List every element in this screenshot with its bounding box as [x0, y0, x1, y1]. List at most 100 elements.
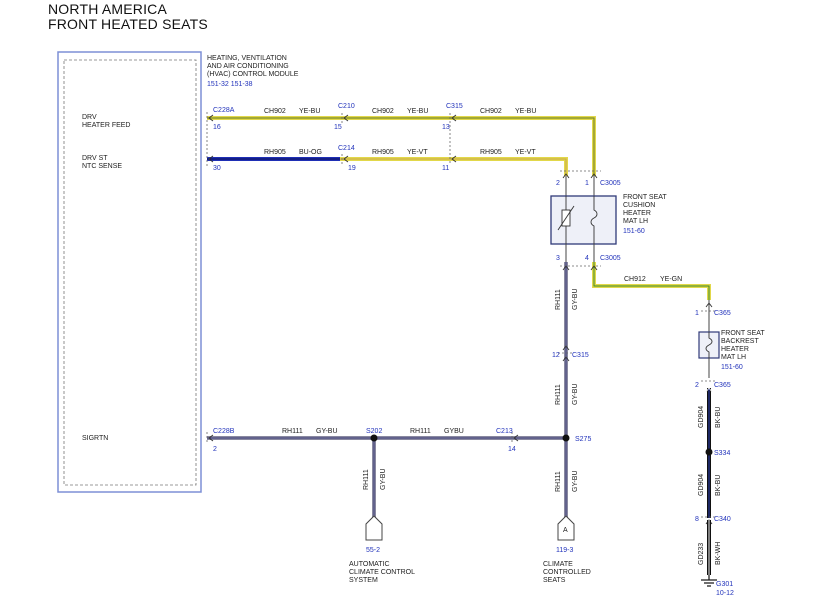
- wire-color-rh905-2: YE-VT: [407, 149, 428, 156]
- wire-color-rh905-3: YE-VT: [515, 149, 536, 156]
- conn-c214: C214: [338, 145, 355, 152]
- wire-color-rh905-1: BU-OG: [299, 149, 322, 156]
- ground-ref: 10-12: [716, 590, 734, 597]
- pin-1-c365: 1: [695, 310, 699, 317]
- wire-color-gd233: BK-WH: [715, 542, 722, 565]
- pin-30: 30: [213, 165, 221, 172]
- conn-c210: C210: [338, 103, 355, 110]
- pin-4-c3005: 4: [585, 255, 589, 262]
- title-region: NORTH AMERICA: [48, 1, 168, 17]
- backrest-name-3: HEATER: [721, 346, 749, 353]
- ground-name: G301: [716, 581, 733, 588]
- pin-label-drv: DRV: [82, 114, 97, 121]
- wire-label-rh111-v1: RH111: [555, 289, 562, 310]
- wire-color-ch902-3: YE-BU: [515, 108, 536, 115]
- pin-3-c3005: 3: [556, 255, 560, 262]
- wire-label-rh905-3: RH905: [480, 149, 502, 156]
- wire-color-ch912: YE-GN: [660, 276, 682, 283]
- chevron-c228b: [208, 434, 214, 442]
- chevron-c3005-bot-pin3: [562, 265, 570, 271]
- pin-label-heater-feed: HEATER FEED: [82, 122, 131, 129]
- wire-color-rh111-b: GY-BU: [380, 468, 387, 490]
- cushion-heater-mat: [550, 176, 617, 262]
- pin-label-drv-st: DRV ST: [82, 155, 108, 162]
- conn-c228b: C228B: [213, 428, 235, 435]
- wire-color-rh111-h1: GY-BU: [316, 428, 338, 435]
- offpage-seats-name-3: SEATS: [543, 577, 566, 584]
- backrest-ref: 151-60: [721, 364, 743, 371]
- chevron-c3005-bot-pin4: [590, 265, 598, 271]
- pin-label-sigrtn: SIGRTN: [82, 435, 108, 442]
- wire-ch902: [207, 116, 596, 176]
- cushion-name-3: HEATER: [623, 210, 651, 217]
- wire-label-rh905-1: RH905: [264, 149, 286, 156]
- wire-label-ch902-2: CH902: [372, 108, 394, 115]
- offpage-seats-name-1: CLIMATE: [543, 561, 573, 568]
- cushion-ref: 151-60: [623, 228, 645, 235]
- wire-label-ch902-3: CH902: [480, 108, 502, 115]
- wire-color-ch902-1: YE-BU: [299, 108, 320, 115]
- conn-c315-top: C315: [446, 103, 463, 110]
- backrest-name-2: BACKREST: [721, 338, 759, 345]
- conn-c3005-bot: C3005: [600, 255, 621, 262]
- wire-label-rh111-h2: RH111: [410, 428, 431, 435]
- wire-label-rh111-h1: RH111: [282, 428, 303, 435]
- pin-label-ntc-sense: NTC SENSE: [82, 163, 122, 170]
- title-system: FRONT HEATED SEATS: [48, 16, 208, 32]
- cushion-name-2: CUSHION: [623, 202, 655, 209]
- offpage-seats-name-2: CONTROLLED: [543, 569, 591, 576]
- pin-12-c315: 12: [552, 352, 560, 359]
- connector-breaks-top: [206, 112, 601, 267]
- ground-symbol-icon: [701, 575, 717, 587]
- offpage-climate-seats: [557, 515, 575, 541]
- splice-s275-label: S275: [575, 436, 591, 443]
- connector-chevrons-top: [208, 114, 598, 179]
- offpage-seats-ref: 119-3: [556, 547, 573, 554]
- chevron-c365-bot: [705, 387, 713, 393]
- diagram-title: NORTH AMERICA FRONT HEATED SEATS: [48, 2, 208, 32]
- module-refs: 151-32 151-38: [207, 81, 253, 88]
- wire-color-gd904-2: BK-BU: [715, 475, 722, 496]
- wire-color-ch902-2: YE-BU: [407, 108, 428, 115]
- conn-c365-bot: C365: [714, 382, 731, 389]
- hvac-module-box: [57, 51, 202, 493]
- pin-2-c365: 2: [695, 382, 699, 389]
- pin-14-c213: 14: [508, 446, 516, 453]
- splice-s202-label: S202: [366, 428, 382, 435]
- pin-11: 11: [442, 165, 449, 172]
- offpage-auto-climate: [365, 515, 383, 541]
- backrest-name-1: FRONT SEAT: [721, 330, 765, 337]
- wire-label-gd904-1: GD904: [698, 406, 705, 428]
- offpage-auto-name-3: SYSTEM: [349, 577, 378, 584]
- splice-s334-label: S334: [714, 450, 730, 457]
- conn-c3005-top: C3005: [600, 180, 621, 187]
- conn-c213: C213: [496, 428, 513, 435]
- splice-s334: [705, 448, 713, 456]
- wire-label-rh111-v3: RH111: [555, 471, 562, 492]
- pin-2-c228b: 2: [213, 446, 217, 453]
- backrest-heater-mat: [698, 300, 720, 378]
- wire-color-gd904-1: BK-BU: [715, 407, 722, 428]
- pin-1-c3005: 1: [585, 180, 589, 187]
- chevron-c315-mid: [562, 345, 570, 351]
- chevron-c213: [513, 434, 519, 442]
- wire-label-gd904-2: GD904: [698, 474, 705, 496]
- wire-color-rh111-v3: GY-BU: [572, 470, 579, 492]
- wire-ch912: [592, 262, 711, 300]
- chevron-c315-mid-b: [562, 356, 570, 362]
- pin-2-c3005: 2: [556, 180, 560, 187]
- offpage-auto-name-1: AUTOMATIC: [349, 561, 390, 568]
- wire-label-ch912: CH912: [624, 276, 646, 283]
- cushion-name-4: MAT LH: [623, 218, 648, 225]
- conn-c315-mid: C315: [572, 352, 589, 359]
- splice-s202: [370, 434, 378, 442]
- offpage-auto-ref: 55-2: [366, 547, 380, 554]
- cushion-name-1: FRONT SEAT: [623, 194, 667, 201]
- offpage-seats-letter: A: [563, 527, 568, 534]
- wire-color-rh111-h2: GYBU: [444, 428, 464, 435]
- wire-label-rh905-2: RH905: [372, 149, 394, 156]
- splice-s275: [562, 434, 570, 442]
- backrest-name-4: MAT LH: [721, 354, 746, 361]
- module-name-1: HEATING, VENTILATION: [207, 55, 287, 62]
